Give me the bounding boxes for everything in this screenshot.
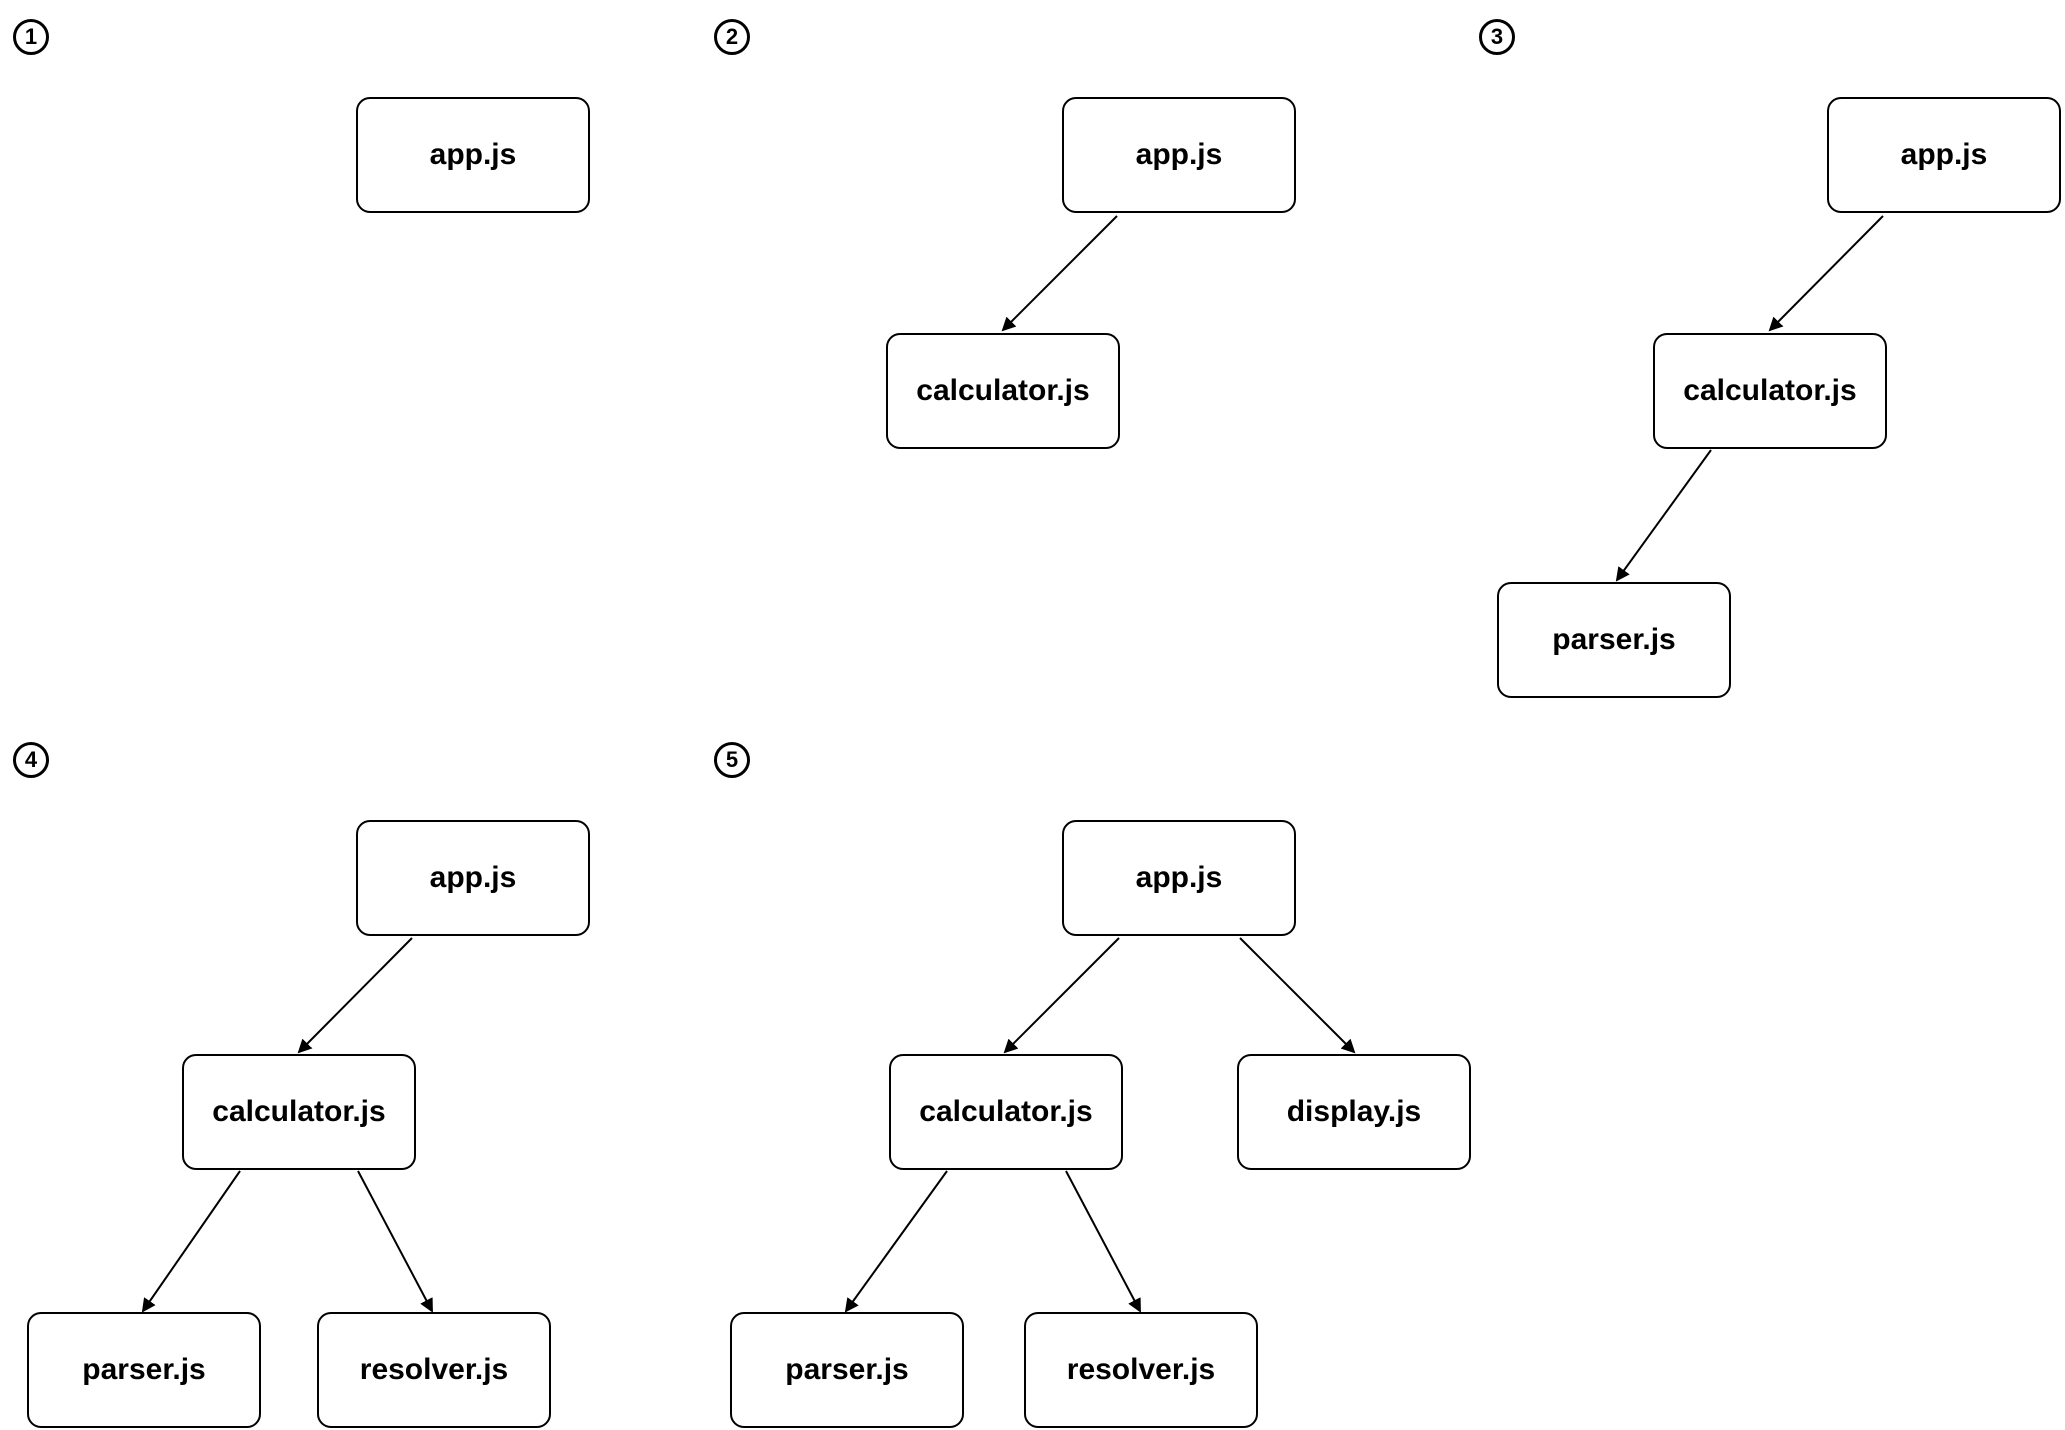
node-display: display.js — [1237, 1054, 1471, 1170]
edge-calculator-to-parser — [141, 1170, 241, 1313]
node-app: app.js — [356, 820, 590, 936]
node-calculator: calculator.js — [182, 1054, 416, 1170]
node-app: app.js — [1062, 97, 1296, 213]
node-calculator: calculator.js — [889, 1054, 1123, 1170]
node-parser: parser.js — [1497, 582, 1731, 698]
step-marker: 2 — [714, 19, 750, 55]
edge-app-to-calculator — [1768, 215, 1884, 332]
edge-calculator-to-resolver — [357, 1170, 433, 1313]
edge-app-to-display — [1239, 937, 1356, 1054]
edge-app-to-calculator — [1003, 937, 1120, 1054]
node-app: app.js — [1827, 97, 2061, 213]
node-resolver: resolver.js — [1024, 1312, 1258, 1428]
node-app: app.js — [356, 97, 590, 213]
edge-app-to-calculator — [1001, 215, 1118, 332]
node-parser: parser.js — [27, 1312, 261, 1428]
edge-calculator-to-parser — [844, 1170, 948, 1313]
step-marker: 3 — [1479, 19, 1515, 55]
edge-calculator-to-parser — [1615, 449, 1712, 582]
step-marker: 5 — [714, 742, 750, 778]
node-parser: parser.js — [730, 1312, 964, 1428]
step-marker: 1 — [13, 19, 49, 55]
edge-app-to-calculator — [297, 937, 413, 1054]
edge-calculator-to-resolver — [1065, 1170, 1141, 1313]
node-calculator: calculator.js — [886, 333, 1120, 449]
node-calculator: calculator.js — [1653, 333, 1887, 449]
node-resolver: resolver.js — [317, 1312, 551, 1428]
node-app: app.js — [1062, 820, 1296, 936]
step-marker: 4 — [13, 742, 49, 778]
